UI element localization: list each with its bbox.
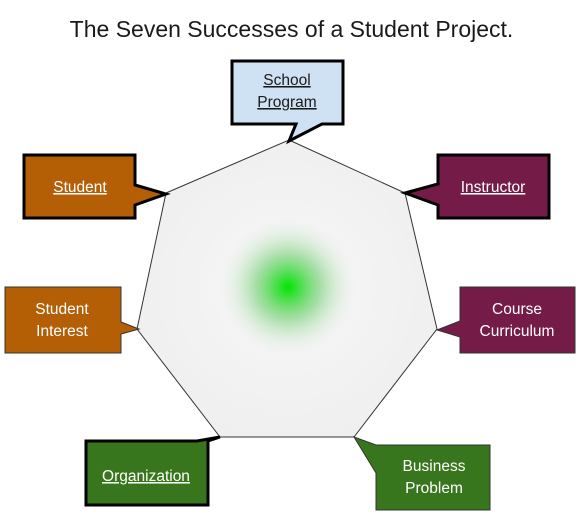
school-program-line2[interactable]: Program xyxy=(257,94,316,111)
callout-student-interest: Student Interest xyxy=(4,286,141,354)
school-program-line1[interactable]: School xyxy=(263,72,310,89)
student-interest-line2: Interest xyxy=(36,323,88,340)
callout-student: Student xyxy=(22,153,171,220)
diagram-title: The Seven Successes of a Student Project… xyxy=(69,16,514,42)
callout-course-curriculum: Course Curriculum xyxy=(435,286,576,354)
course-curriculum-line2: Curriculum xyxy=(480,323,555,340)
callout-school-program: School Program xyxy=(230,59,345,145)
instructor-label[interactable]: Instructor xyxy=(461,179,526,196)
student-interest-line1: Student xyxy=(35,301,89,318)
course-curriculum-line1: Course xyxy=(492,301,542,318)
business-problem-line2: Problem xyxy=(405,480,463,497)
organization-label[interactable]: Organization xyxy=(102,468,190,485)
student-label[interactable]: Student xyxy=(53,179,107,196)
center-glow xyxy=(216,215,360,359)
callout-organization: Organization xyxy=(84,435,221,507)
business-problem-line1: Business xyxy=(403,458,466,475)
callout-instructor: Instructor xyxy=(400,153,551,220)
callout-business-problem: Business Problem xyxy=(352,436,491,511)
